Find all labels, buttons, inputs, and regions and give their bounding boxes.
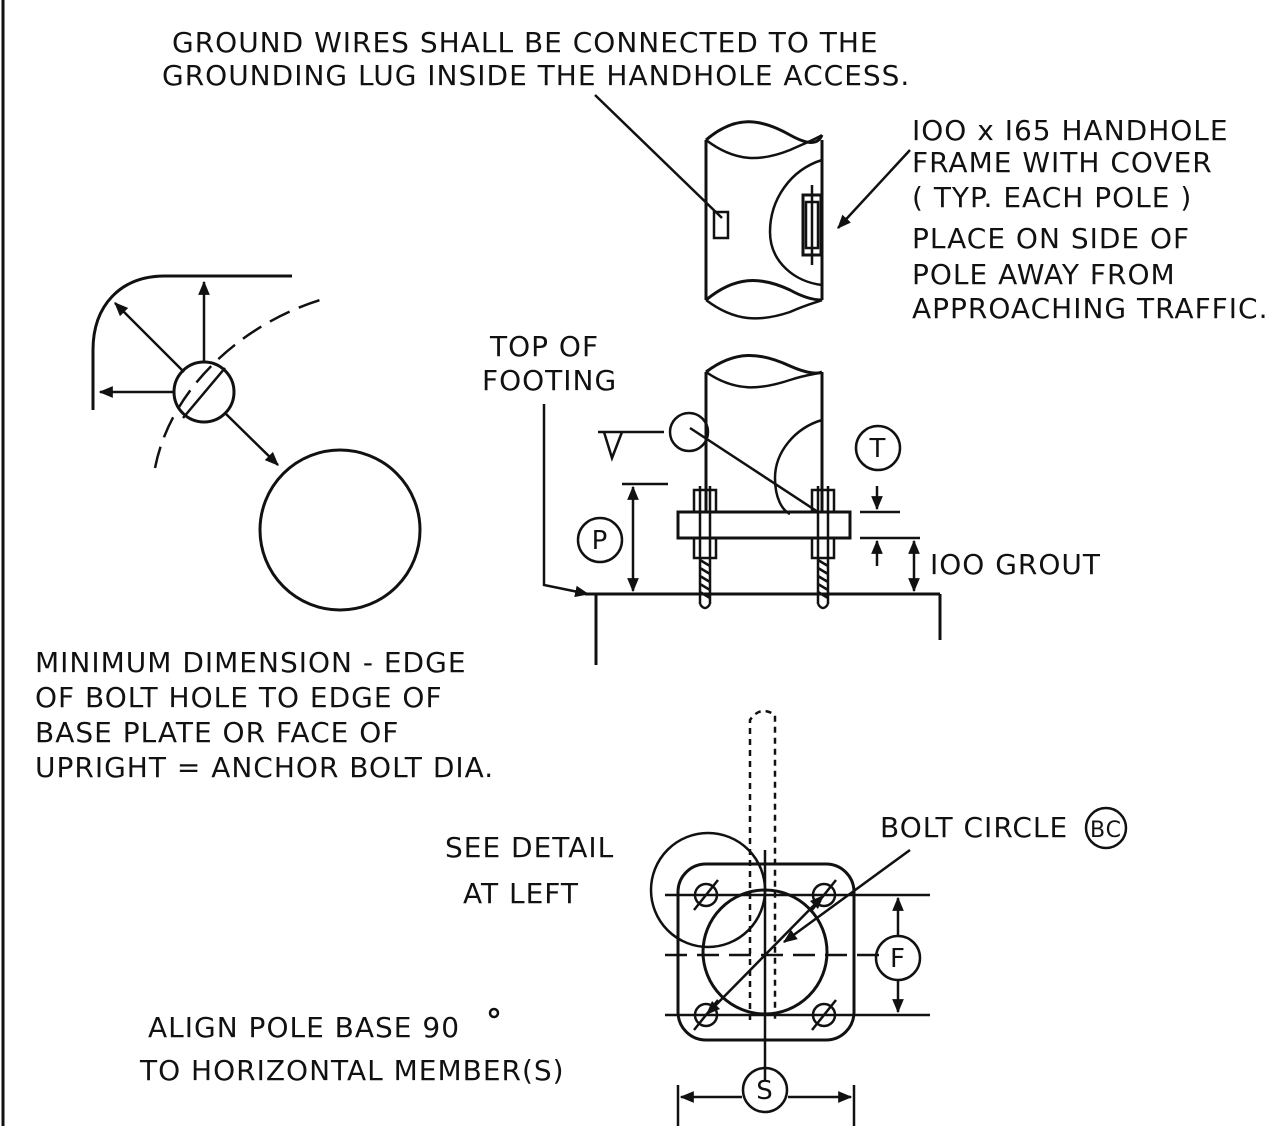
dimension-grout: IOO GROUT <box>908 539 1101 593</box>
min-dimension-line-3: BASE PLATE OR FACE OF <box>35 716 399 749</box>
handhole-note-line-6: APPROACHING TRAFFIC. <box>912 292 1269 325</box>
handhole-frame-leader <box>837 149 911 229</box>
min-dimension-line-2: OF BOLT HOLE TO EDGE OF <box>35 681 443 714</box>
see-detail-note: SEE DETAIL AT LEFT <box>445 831 614 910</box>
handhole-pole-detail <box>704 120 824 320</box>
anchor-bolt-right <box>810 486 836 610</box>
upright-section <box>258 448 422 612</box>
handhole-note-line-3: ( TYP. EACH POLE ) <box>912 181 1192 214</box>
handhole-note: IOO x I65 HANDHOLE FRAME WITH COVER ( TY… <box>912 114 1269 325</box>
anchor-bolt-left <box>692 486 718 610</box>
dimension-p: P <box>576 482 668 593</box>
dimension-f: F <box>874 896 922 1014</box>
top-of-footing-leader <box>542 404 590 598</box>
handhole-note-line-2: FRAME WITH COVER <box>912 146 1213 179</box>
align-line-2: TO HORIZONTAL MEMBER(S) <box>139 1054 565 1087</box>
ground-wires-note-line-2: GROUNDING LUG INSIDE THE HANDHOLE ACCESS… <box>162 59 910 92</box>
base-plate-plan <box>649 709 930 1080</box>
bubble-bc: BC <box>1090 818 1122 843</box>
align-note: ALIGN POLE BASE 90 TO HORIZONTAL MEMBER(… <box>139 1007 565 1087</box>
degree-symbol <box>488 1007 500 1019</box>
ground-lug-leader <box>594 94 723 219</box>
base-plate <box>676 510 852 540</box>
handhole-note-line-1: IOO x I65 HANDHOLE <box>912 114 1229 147</box>
see-detail-line-1: SEE DETAIL <box>445 831 614 864</box>
bubble-p: P <box>592 526 609 556</box>
dimension-t: T <box>854 424 920 566</box>
ground-wires-note: GROUND WIRES SHALL BE CONNECTED TO THE G… <box>162 26 910 92</box>
handhole-note-line-4: PLACE ON SIDE OF <box>912 222 1190 255</box>
min-dimension-line-1: MINIMUM DIMENSION - EDGE <box>35 646 467 679</box>
see-detail-line-2: AT LEFT <box>463 877 579 910</box>
grout-label: IOO GROUT <box>930 548 1101 581</box>
dimension-s: S <box>676 1066 856 1126</box>
top-of-footing-line-2: FOOTING <box>482 364 617 397</box>
grounding-lug-icon <box>712 210 730 240</box>
min-dimension-line-4: UPRIGHT = ANCHOR BOLT DIA. <box>35 751 494 784</box>
bubble-t: T <box>869 434 887 464</box>
min-dimension-note: MINIMUM DIMENSION - EDGE OF BOLT HOLE TO… <box>35 646 494 784</box>
edge-distance-detail <box>91 274 422 612</box>
bolt-circle-label: BOLT CIRCLE BC <box>880 806 1128 850</box>
bolt-circle-text: BOLT CIRCLE <box>880 811 1068 844</box>
top-of-footing-note: TOP OF FOOTING <box>482 330 617 397</box>
top-of-footing-line-1: TOP OF <box>489 330 599 363</box>
align-line-1: ALIGN POLE BASE 90 <box>148 1011 460 1044</box>
ground-wires-note-line-1: GROUND WIRES SHALL BE CONNECTED TO THE <box>172 26 879 59</box>
bubble-f: F <box>890 944 906 974</box>
handhole-note-line-5: POLE AWAY FROM <box>912 258 1176 291</box>
pole-elevation <box>585 354 942 665</box>
bubble-s: S <box>756 1076 774 1106</box>
